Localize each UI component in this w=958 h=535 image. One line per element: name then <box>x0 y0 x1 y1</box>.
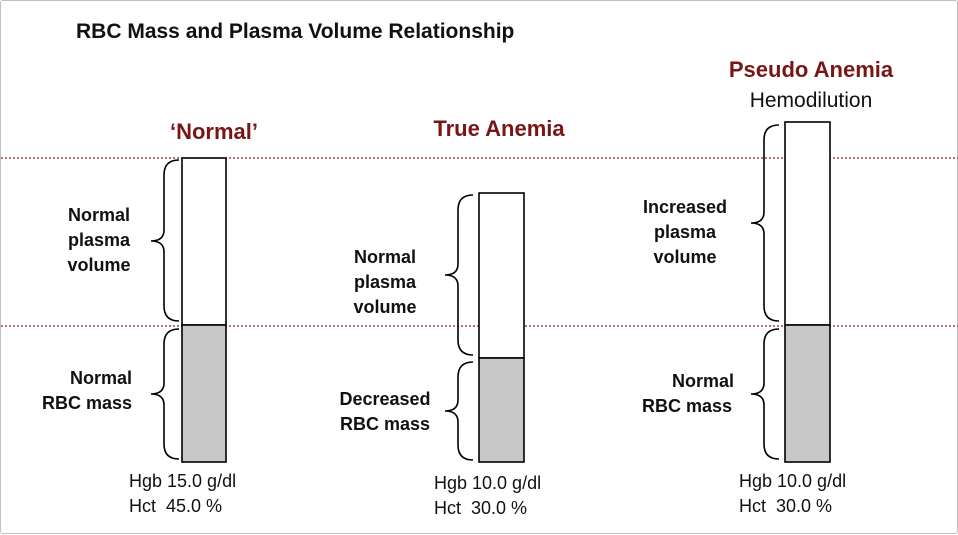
plasma-label-line-2: plasma <box>68 230 131 250</box>
column-heading: ‘Normal’ <box>170 119 258 144</box>
column-true-anemia: True Anemia Normal plasma volume Decreas… <box>339 116 565 518</box>
plasma-brace <box>444 194 474 356</box>
plasma-label-line-3: volume <box>653 247 716 267</box>
column-normal: ‘Normal’ Normal plasma volume Normal RBC… <box>42 119 258 516</box>
rbc-mass-segment <box>181 324 227 463</box>
plasma-brace <box>750 124 780 322</box>
hgb-value: Hgb 10.0 g/dl <box>739 471 846 491</box>
column-subheading: Hemodilution <box>750 89 873 112</box>
plasma-brace <box>150 159 180 322</box>
rbc-mass-segment <box>478 357 525 463</box>
plasma-label-line-2: plasma <box>354 272 417 292</box>
plasma-volume-segment <box>784 121 831 326</box>
column-heading: Pseudo Anemia <box>729 57 894 82</box>
hgb-value: Hgb 15.0 g/dl <box>129 471 236 491</box>
rbc-brace <box>150 328 180 460</box>
rbc-mass-segment <box>784 324 831 463</box>
hct-value: Hct 45.0 % <box>129 496 222 516</box>
column-heading: True Anemia <box>433 116 565 141</box>
rbc-label-line-1: Normal <box>672 371 734 391</box>
plasma-volume-segment <box>478 192 525 359</box>
hct-value: Hct 30.0 % <box>434 498 527 518</box>
rbc-label-line-2: RBC mass <box>642 396 732 416</box>
plasma-label-line-1: Increased <box>643 197 727 217</box>
plasma-label-line-3: volume <box>353 297 416 317</box>
plasma-label-line-1: Normal <box>354 247 416 267</box>
rbc-label-line-2: RBC mass <box>42 393 132 413</box>
rbc-label-line-1: Normal <box>70 368 132 388</box>
rbc-brace <box>750 328 780 460</box>
plasma-label-line-1: Normal <box>68 205 130 225</box>
hgb-value: Hgb 10.0 g/dl <box>434 473 541 493</box>
plasma-volume-segment <box>181 157 227 326</box>
rbc-label-line-2: RBC mass <box>340 414 430 434</box>
column-pseudo-anemia: Pseudo Anemia Hemodilution Increased pla… <box>642 57 894 516</box>
plasma-label-line-3: volume <box>67 255 130 275</box>
plasma-label-line-2: plasma <box>654 222 717 242</box>
rbc-label-line-1: Decreased <box>339 389 430 409</box>
hct-value: Hct 30.0 % <box>739 496 832 516</box>
rbc-brace <box>444 361 474 461</box>
diagram-title: RBC Mass and Plasma Volume Relationship <box>76 20 514 43</box>
